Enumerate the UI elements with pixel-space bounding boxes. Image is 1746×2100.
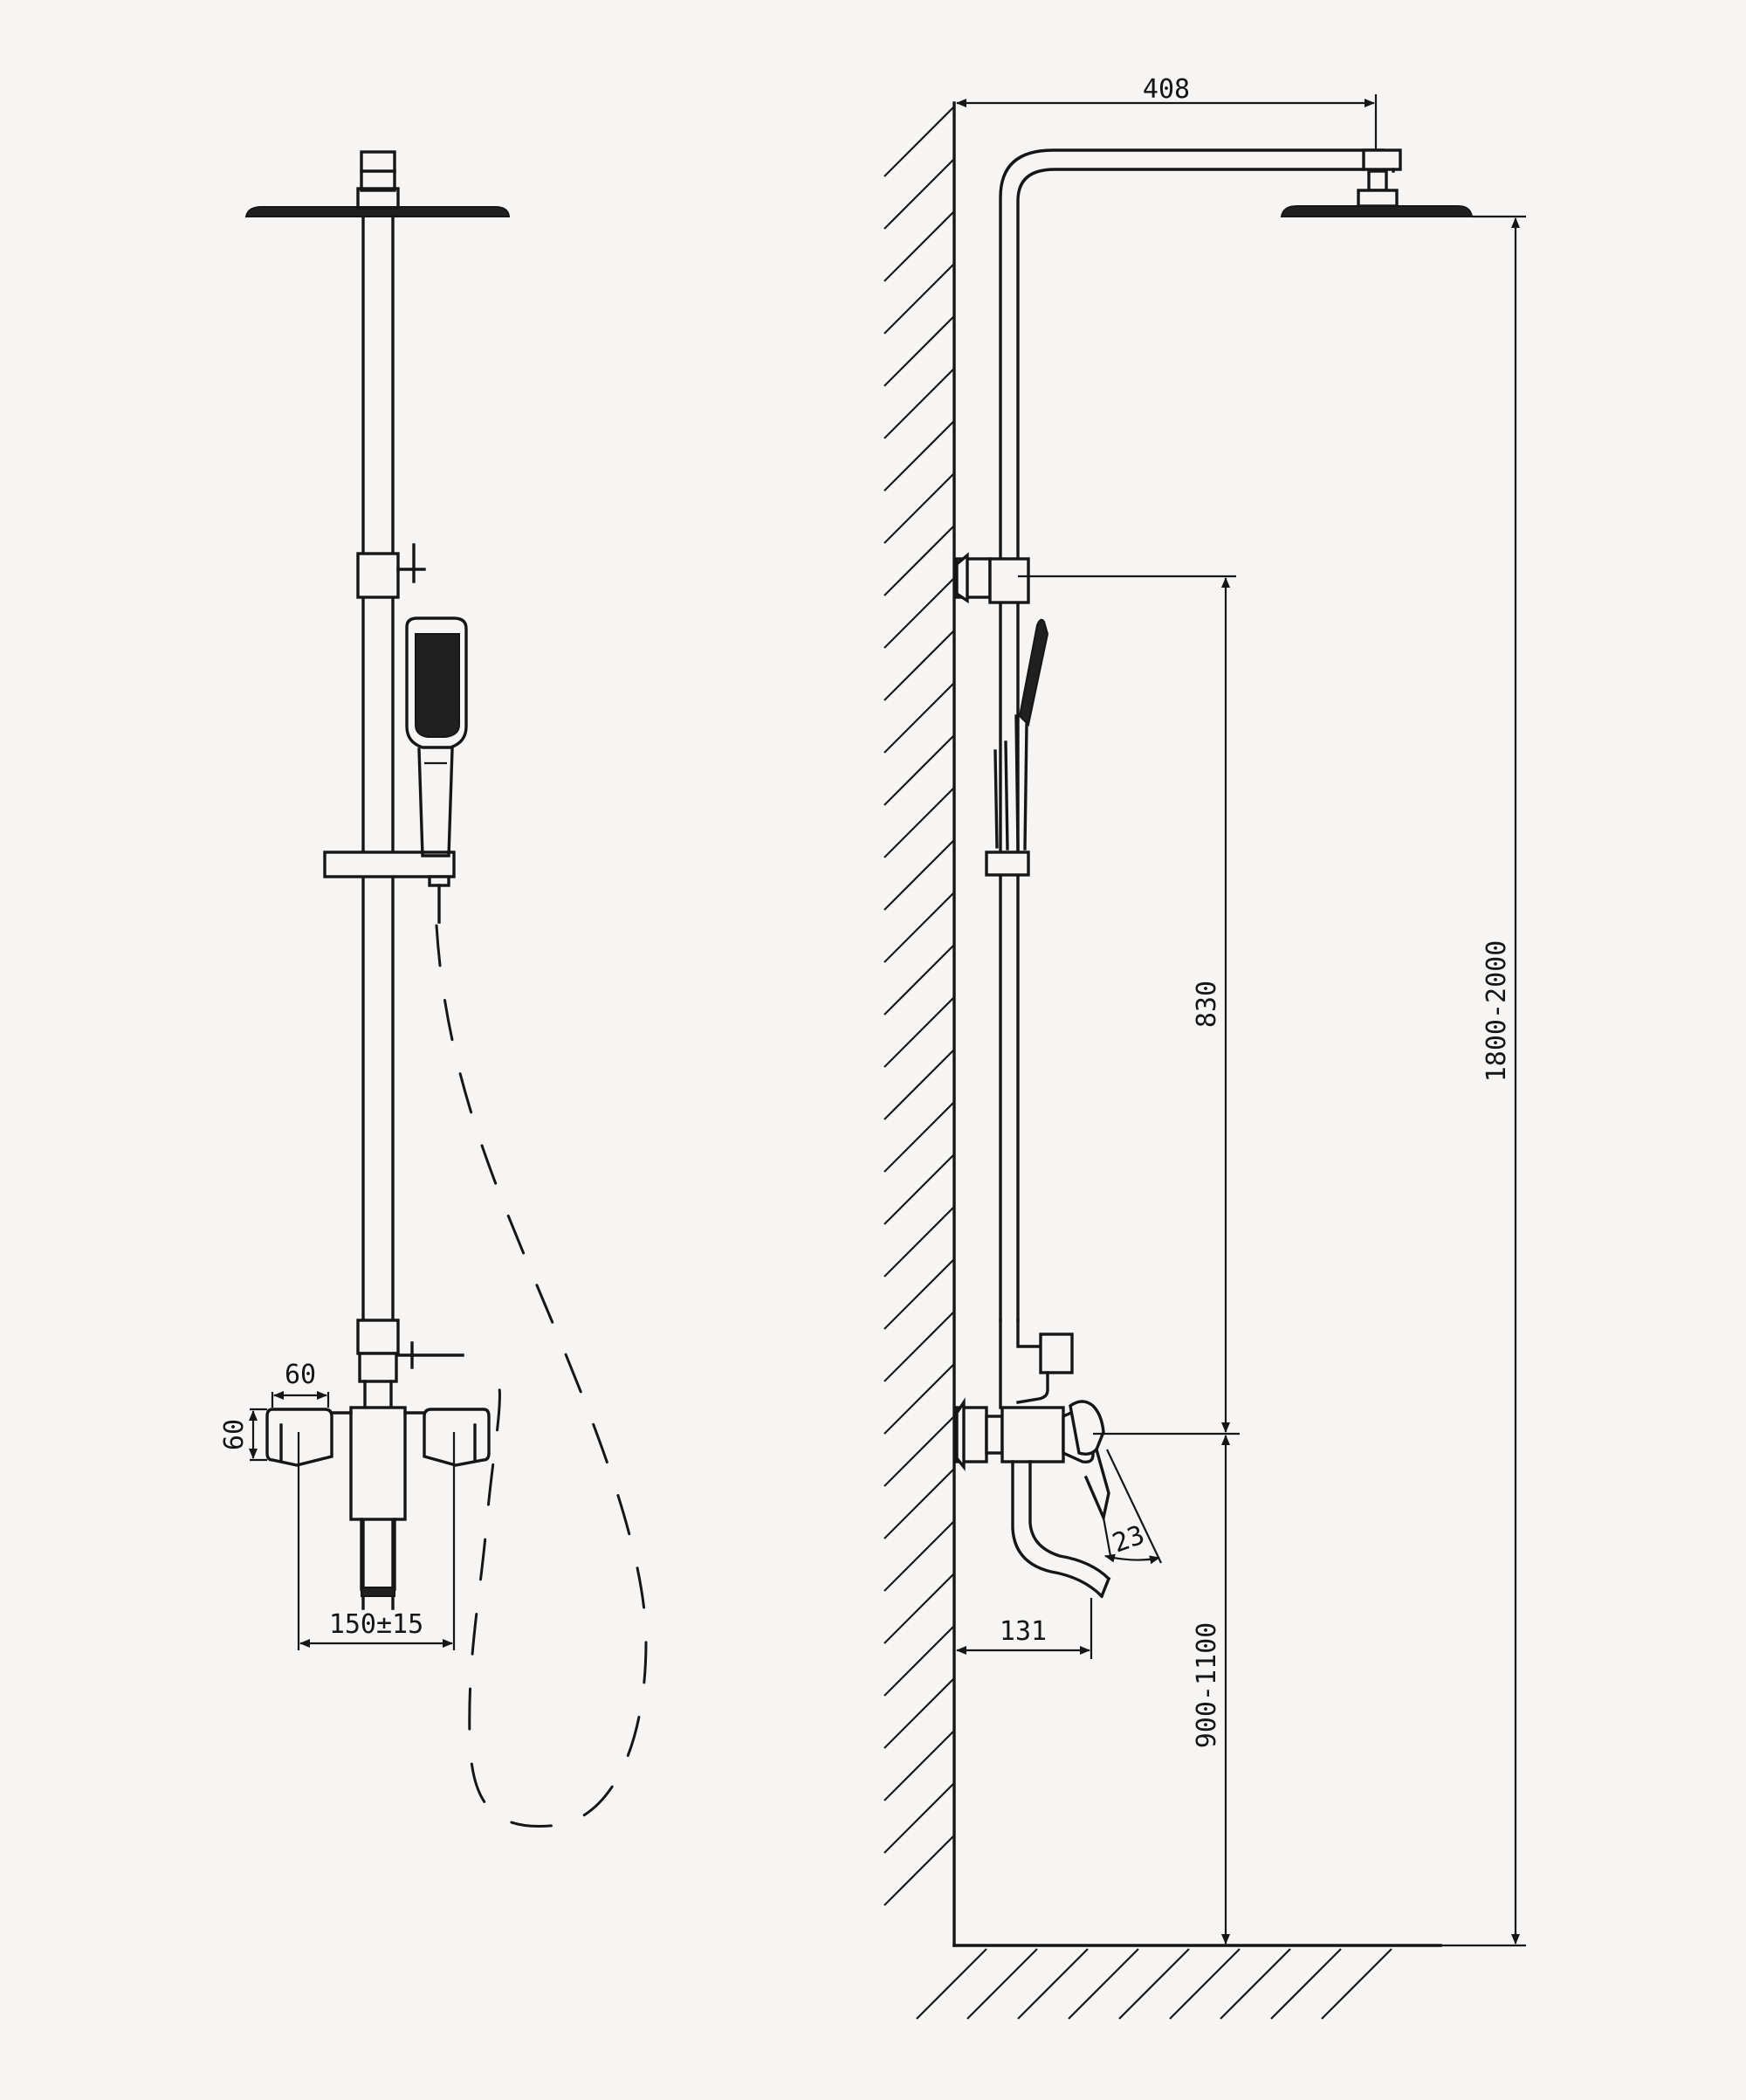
dim-mixer-depth: 60 — [219, 1408, 267, 1462]
wall-hatch-line — [883, 1782, 955, 1854]
dim-spout-projection: 131 — [956, 1598, 1093, 1659]
wall-hatch-line — [883, 210, 955, 282]
floor-hatch-line — [1220, 1948, 1291, 2020]
wall-hatch-line — [883, 1311, 955, 1382]
side-view: 23 408 1800-2000 830 900-1100 — [883, 74, 1526, 2020]
wall-hatch-line — [883, 1101, 955, 1173]
dim-label-1800-2000: 1800-2000 — [1481, 940, 1512, 1083]
front-lower-pipe — [360, 1518, 396, 1597]
side-hand-shower — [993, 618, 1049, 850]
side-spout — [1011, 1460, 1111, 1599]
wall-hatch-line — [883, 1468, 955, 1539]
dim-mixer-height: 900-1100 — [1192, 1435, 1230, 1945]
dim-label-60-depth: 60 — [219, 1419, 250, 1450]
wall-hatch-line — [883, 734, 955, 806]
dim-label-131: 131 — [1000, 1616, 1047, 1647]
side-slide-holder — [985, 850, 1030, 877]
front-slide-holder — [323, 850, 456, 924]
wall-hatch-line — [883, 839, 955, 911]
floor-hatch-line — [1118, 1948, 1190, 2020]
wall-hatch-line — [883, 1415, 955, 1487]
front-shower-hose — [435, 924, 648, 1828]
wall-hatching — [883, 101, 1442, 2020]
wall-hatch-line — [883, 1573, 955, 1644]
wall-hatch-line — [883, 892, 955, 963]
wall-hatch-line — [883, 315, 955, 387]
dim-inlet-centers: 150±15 — [297, 1432, 456, 1650]
dim-total-height: 1800-2000 — [1440, 215, 1526, 1947]
wall-hatch-line — [883, 1625, 955, 1697]
floor-hatch-line — [1068, 1948, 1139, 2020]
floor-hatch-line — [1169, 1948, 1241, 2020]
dim-label-830: 830 — [1192, 981, 1222, 1028]
wall-hatch-line — [883, 682, 955, 754]
dim-lever-angle: 23 — [1102, 1449, 1162, 1565]
dim-bracket-to-mixer: 830 — [1018, 575, 1240, 1436]
floor-hatch-line — [1017, 1948, 1089, 2020]
dim-head-reach: 408 — [956, 74, 1378, 150]
wall-hatch-line — [883, 1520, 955, 1592]
dim-label-150: 150±15 — [329, 1609, 423, 1640]
wall-hatch-line — [883, 525, 955, 596]
floor-hatch-line — [966, 1948, 1038, 2020]
wall-hatch-line — [883, 787, 955, 858]
wall-hatch-line — [883, 472, 955, 544]
wall-hatch-line — [883, 577, 955, 649]
front-riser-pipe — [361, 215, 395, 1610]
dim-mixer-width: 60 — [271, 1360, 330, 1408]
side-wall-bracket — [955, 552, 1030, 604]
wall-hatch-line — [883, 630, 955, 701]
floor-hatch-line — [916, 1948, 987, 2020]
wall-hatch-line — [883, 106, 955, 177]
side-mixer-lever — [1069, 1400, 1110, 1523]
front-wall-bracket — [356, 543, 426, 599]
front-rain-shower-head — [244, 150, 511, 217]
wall-hatch-line — [883, 1835, 955, 1906]
wall-hatch-line — [883, 1730, 955, 1801]
floor-hatch-line — [1321, 1948, 1392, 2020]
side-riser-pipe — [999, 601, 1020, 1322]
dim-label-900-1100: 900-1100 — [1192, 1622, 1222, 1749]
side-shower-arm — [999, 148, 1474, 561]
dim-label-408: 408 — [1143, 74, 1190, 105]
front-view: 60 60 150±15 — [219, 150, 648, 1828]
front-diverter — [356, 1319, 464, 1409]
wall-hatch-line — [883, 1363, 955, 1435]
front-hand-shower — [405, 616, 468, 857]
front-mixer-body — [265, 1406, 491, 1521]
wall-hatch-line — [883, 1677, 955, 1749]
wall-hatch-line — [883, 1049, 955, 1120]
floor-hatch-line — [1270, 1948, 1342, 2020]
wall-hatch-line — [883, 1153, 955, 1225]
wall-hatch-line — [883, 420, 955, 492]
wall-hatch-line — [883, 263, 955, 334]
side-diverter — [999, 1319, 1074, 1409]
wall-hatch-line — [883, 368, 955, 439]
wall-hatch-line — [883, 1206, 955, 1277]
dim-label-60-width: 60 — [285, 1360, 316, 1390]
wall-hatch-line — [883, 996, 955, 1068]
wall-hatch-line — [883, 158, 955, 230]
wall-hatch-line — [883, 944, 955, 1016]
wall-hatch-line — [883, 1258, 955, 1330]
